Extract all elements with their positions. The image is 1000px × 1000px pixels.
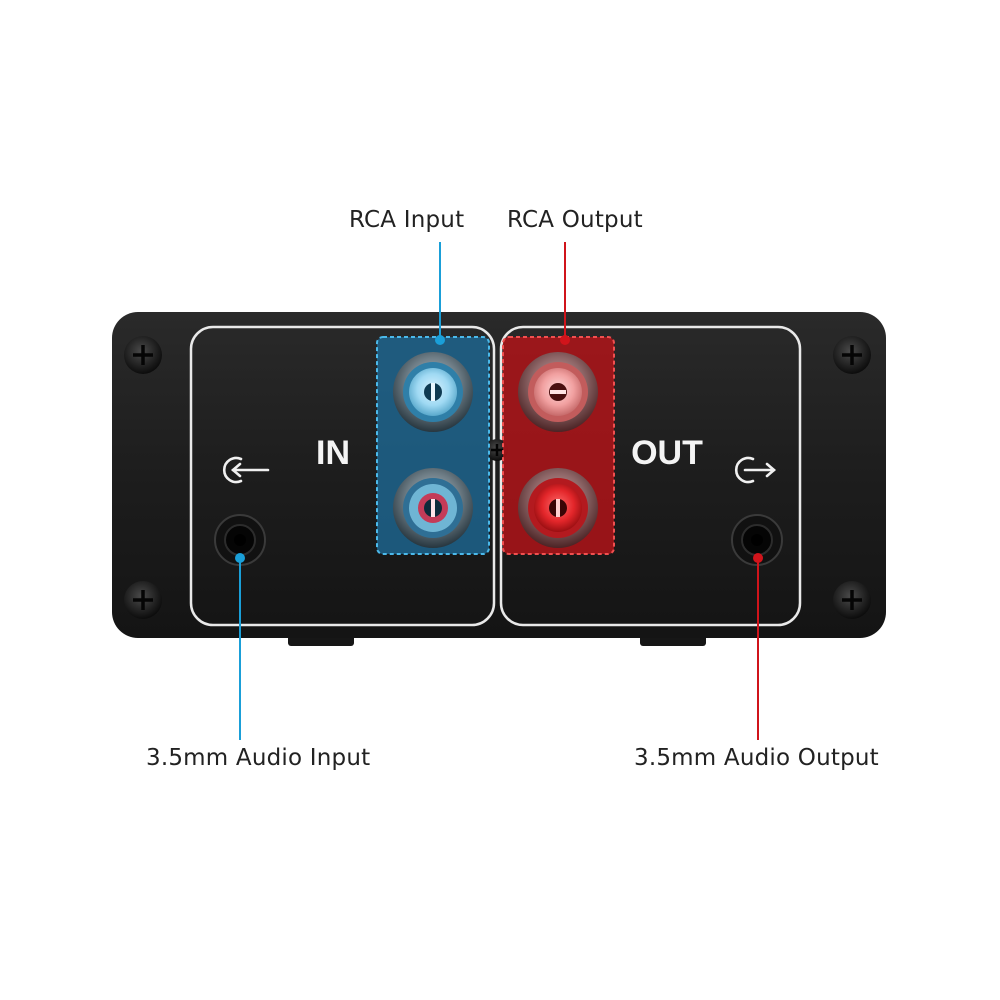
screw-top-left: [124, 336, 162, 374]
audio-output-callout: [753, 553, 763, 740]
rca-output-callout: [560, 242, 570, 345]
rca-input-callout: [435, 242, 445, 345]
screw-bottom-left: [124, 581, 162, 619]
audio-output-jack[interactable]: [731, 514, 783, 566]
input-arrow-icon: [222, 456, 270, 484]
audio-input-callout: [235, 553, 245, 740]
rca-output-label: RCA Output: [507, 207, 643, 233]
output-arrow-icon: [734, 456, 776, 484]
rca-input-label: RCA Input: [349, 207, 465, 233]
rca-input-jack-top[interactable]: [393, 352, 473, 432]
out-label: OUT: [631, 434, 703, 472]
audio-input-label: 3.5mm Audio Input: [146, 745, 371, 771]
device-body: [112, 312, 886, 638]
screw-bottom-right: [833, 581, 871, 619]
rca-input-jack-bottom[interactable]: [393, 468, 473, 548]
rca-output-jack-top[interactable]: [518, 352, 598, 432]
in-panel-outline: [189, 325, 496, 627]
out-panel-outline: [499, 325, 802, 627]
audio-output-label: 3.5mm Audio Output: [634, 745, 879, 771]
in-label: IN: [316, 434, 350, 472]
screw-top-right: [833, 336, 871, 374]
rca-output-jack-bottom[interactable]: [518, 468, 598, 548]
audio-input-jack[interactable]: [214, 514, 266, 566]
